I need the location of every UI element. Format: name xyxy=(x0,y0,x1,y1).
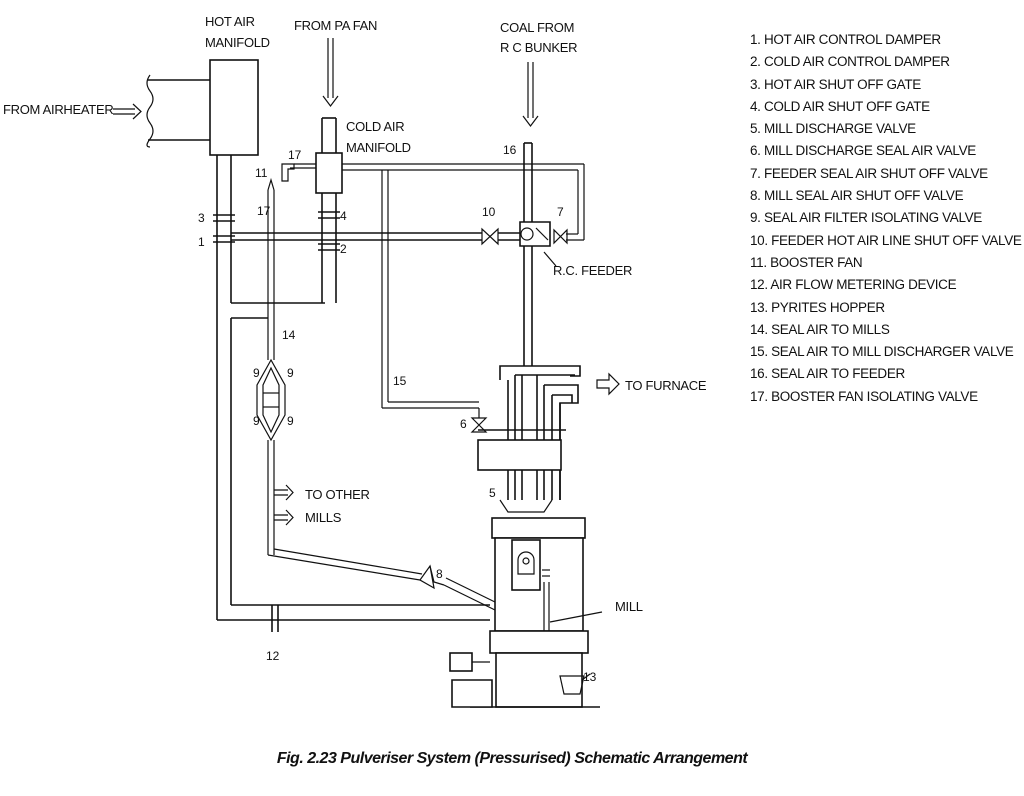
legend-item-8: 8. MILL SEAL AIR SHUT OFF VALVE xyxy=(750,188,964,204)
hot-air-manifold xyxy=(209,59,259,156)
legend-item-5: 5. MILL DISCHARGE VALVE xyxy=(750,121,916,137)
mill-discharge-seal-air-valve xyxy=(470,408,488,433)
legend-item-9: 9. SEAL AIR FILTER ISOLATING VALVE xyxy=(750,210,982,226)
legend-item-7: 7. FEEDER SEAL AIR SHUT OFF VALVE xyxy=(750,165,988,181)
cold-air-shut-off-gate xyxy=(318,211,340,219)
callout-5: 5 xyxy=(489,486,496,500)
from-pa-fan-label: FROM PA FAN xyxy=(294,18,377,33)
to-other-mills-label-line1: TO OTHER xyxy=(305,487,370,502)
seal-air-line xyxy=(267,177,498,611)
hot-air-control-damper xyxy=(213,235,235,243)
pa-fan-arrow xyxy=(322,38,339,107)
callout-15: 15 xyxy=(393,374,407,388)
legend-item-16: 16. SEAL AIR TO FEEDER xyxy=(750,366,905,382)
legend-item-4: 4. COLD AIR SHUT OFF GATE xyxy=(750,98,930,114)
callout-9b: 9 xyxy=(287,366,294,380)
callout-9a: 9 xyxy=(253,366,260,380)
callout-6: 6 xyxy=(460,417,467,431)
cold-air-manifold xyxy=(315,117,343,303)
seal-air-filter xyxy=(256,358,286,442)
legend-item-13: 13. PYRITES HOPPER xyxy=(750,299,885,315)
legend-item-10: 10. FEEDER HOT AIR LINE SHUT OFF VALVE xyxy=(750,232,1022,248)
hot-air-manifold-label-line1: HOT AIR xyxy=(205,14,255,29)
rc-feeder xyxy=(519,221,557,267)
to-furnace-label: TO FURNACE xyxy=(625,378,707,393)
callout-12: 12 xyxy=(266,649,280,663)
callout-16: 16 xyxy=(503,143,517,157)
coal-from-label-line1: COAL FROM xyxy=(500,20,574,35)
legend-item-14: 14. SEAL AIR TO MILLS xyxy=(750,321,890,337)
airheater-inlet-duct xyxy=(113,74,210,148)
main-air-line xyxy=(231,232,520,241)
legend-item-12: 12. AIR FLOW METERING DEVICE xyxy=(750,277,957,293)
to-other-mills-label-line2: MILLS xyxy=(305,510,342,525)
hot-air-shut-off-gate xyxy=(213,214,235,222)
legend-item-15: 15. SEAL AIR TO MILL DISCHARGER VALVE xyxy=(750,344,1014,360)
callout-7: 7 xyxy=(557,205,564,219)
callout-8: 8 xyxy=(436,567,443,581)
callout-13: 13 xyxy=(583,670,597,684)
mill-discharge-valve xyxy=(499,499,553,513)
callout-4: 4 xyxy=(340,209,347,223)
to-other-mills-arrows xyxy=(274,484,294,526)
from-airheater-label: FROM AIRHEATER xyxy=(3,102,113,117)
mill-body xyxy=(470,517,603,708)
legend-list: 1. HOT AIR CONTROL DAMPER 2. COLD AIR CO… xyxy=(750,29,1022,408)
pyrites-hopper xyxy=(559,673,591,695)
callout-1: 1 xyxy=(198,235,205,249)
callout-17b: 17 xyxy=(257,204,271,218)
legend-item-1: 1. HOT AIR CONTROL DAMPER xyxy=(750,32,941,47)
callout-9c: 9 xyxy=(253,414,260,428)
feeder-hot-air-shut-off-valve xyxy=(481,227,499,246)
legend-item-17: 17. BOOSTER FAN ISOLATING VALVE xyxy=(750,388,978,404)
coal-feed-pipe xyxy=(523,142,533,366)
cold-air-control-damper xyxy=(318,243,340,251)
callout-11: 11 xyxy=(255,166,268,180)
callout-9d: 9 xyxy=(287,414,294,428)
callout-17a: 17 xyxy=(288,148,302,162)
callout-2: 2 xyxy=(340,242,347,256)
legend-item-11: 11. BOOSTER FAN xyxy=(750,254,863,270)
hot-air-manifold-label-line2: MANIFOLD xyxy=(205,35,270,50)
cold-air-manifold-label-line2: MANIFOLD xyxy=(346,140,411,155)
rc-feeder-label: R.C. FEEDER xyxy=(553,263,632,278)
cold-air-manifold-label-line1: COLD AIR xyxy=(346,119,404,134)
figure-caption: Fig. 2.23 Pulveriser System (Pressurised… xyxy=(276,750,748,767)
booster-fan xyxy=(281,163,316,182)
coal-from-label-line2: R C BUNKER xyxy=(500,40,577,55)
legend-item-2: 2. COLD AIR CONTROL DAMPER xyxy=(750,54,950,70)
mill-label: MILL xyxy=(615,599,643,614)
hot-air-duct xyxy=(216,155,490,632)
mill-classifier xyxy=(477,365,581,500)
callout-3: 3 xyxy=(198,211,205,225)
to-furnace-arrow xyxy=(596,372,620,396)
legend-item-3: 3. HOT AIR SHUT OFF GATE xyxy=(750,76,921,92)
feeder-seal-air-shut-off-valve xyxy=(553,228,568,245)
mill-seal-air-shut-off-valve xyxy=(419,564,445,590)
callout-14: 14 xyxy=(282,328,296,342)
coal-inlet-arrow xyxy=(522,62,539,127)
mill-motor xyxy=(449,652,493,708)
legend-item-6: 6. MILL DISCHARGE SEAL AIR VALVE xyxy=(750,143,976,159)
callout-10: 10 xyxy=(482,205,496,219)
seal-air-header xyxy=(342,163,585,409)
